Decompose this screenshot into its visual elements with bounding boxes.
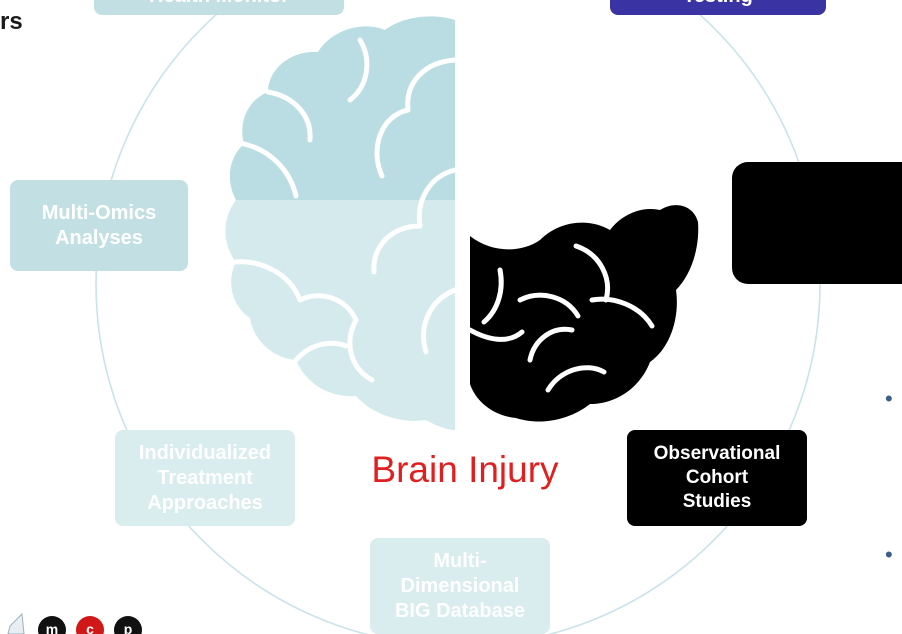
svg-text:p: p bbox=[124, 621, 133, 634]
node-testing[interactable]: Testing bbox=[610, 0, 826, 15]
svg-text:m: m bbox=[46, 621, 58, 634]
node-big-database[interactable]: Multi- Dimensional BIG Database bbox=[370, 538, 550, 634]
heading-fragment: rs bbox=[0, 8, 23, 36]
brain-icon bbox=[226, 16, 699, 430]
svg-text:c: c bbox=[86, 621, 94, 634]
bullet-marker: • bbox=[885, 542, 893, 568]
center-label: Brain Injury bbox=[330, 448, 600, 492]
logo-icon: m c p bbox=[8, 614, 142, 634]
node-health-monitor[interactable]: Health Monitor bbox=[94, 0, 344, 15]
bullet-marker: • bbox=[885, 386, 893, 412]
node-highlight-box[interactable] bbox=[732, 162, 902, 284]
node-individualized-treatment[interactable]: Individualized Treatment Approaches bbox=[115, 430, 295, 526]
node-observational-cohort[interactable]: Observational Cohort Studies bbox=[627, 430, 807, 526]
node-multi-omics[interactable]: Multi-Omics Analyses bbox=[10, 180, 188, 271]
